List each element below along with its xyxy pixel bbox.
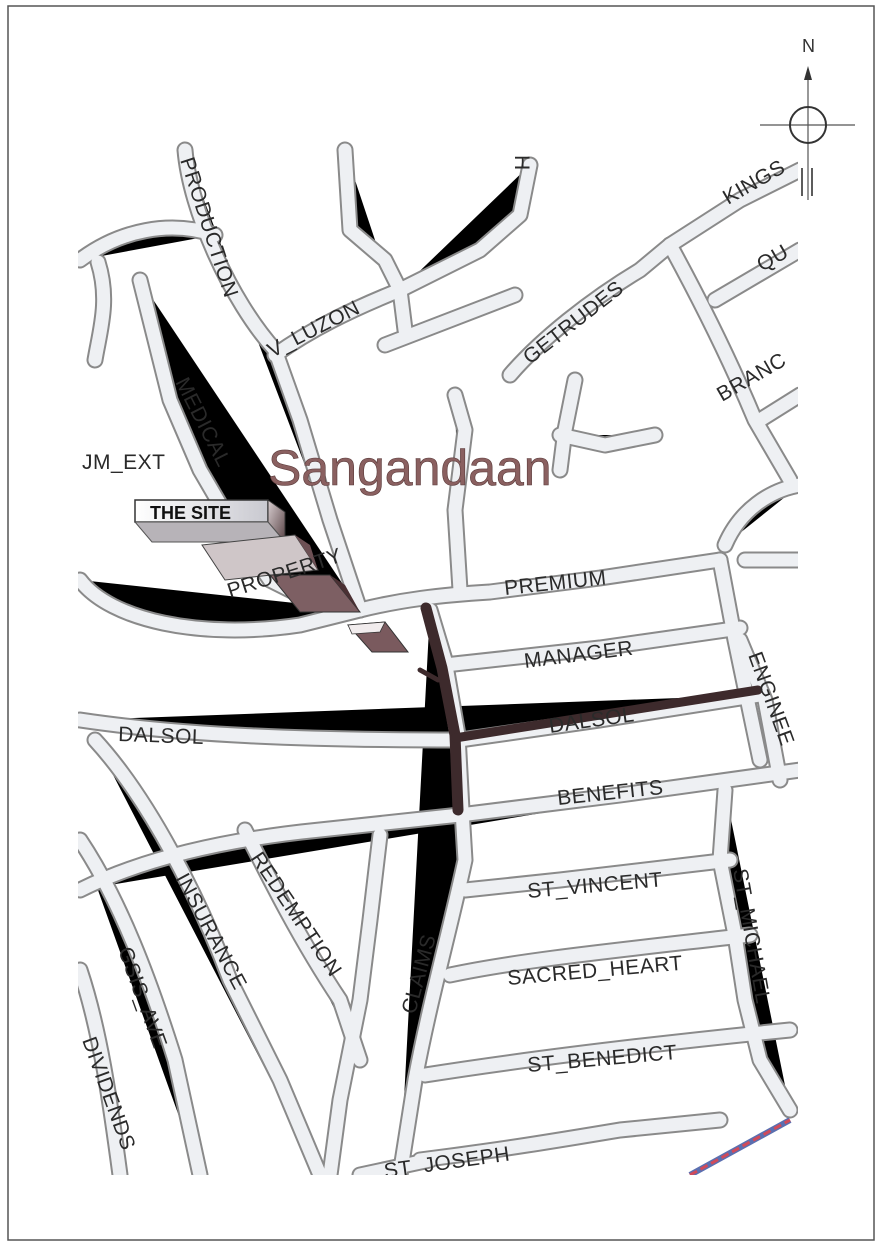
street-label-insurance: INSURANCE xyxy=(171,870,251,994)
street-label-h: H xyxy=(510,155,533,171)
north-arrow-icon xyxy=(760,66,855,200)
street-label-redemption: REDEMPTION xyxy=(246,848,346,981)
street-label-jm-ext: JM_EXT xyxy=(82,451,166,474)
rail-line xyxy=(688,1117,792,1175)
site-label: THE SITE xyxy=(150,503,231,523)
street-label-v-luzon: V_LUZON xyxy=(264,296,364,362)
site-blocks xyxy=(133,499,410,653)
highlighted-access-route xyxy=(417,602,763,816)
street-network: THE SITE PRODUCTION V_LUZON MEDICAL JM_E… xyxy=(78,150,798,1175)
compass-north-label: N xyxy=(802,36,815,56)
street-label-getrudes: GETRUDES xyxy=(519,277,628,369)
sheet-border xyxy=(7,5,875,1241)
street-label-benefits: BENEFITS xyxy=(556,776,665,810)
street-label-premium: PREMIUM xyxy=(503,566,608,600)
district-label: Sangandaan xyxy=(268,440,552,496)
street-label-dalsol-west: DALSOL xyxy=(118,723,205,749)
